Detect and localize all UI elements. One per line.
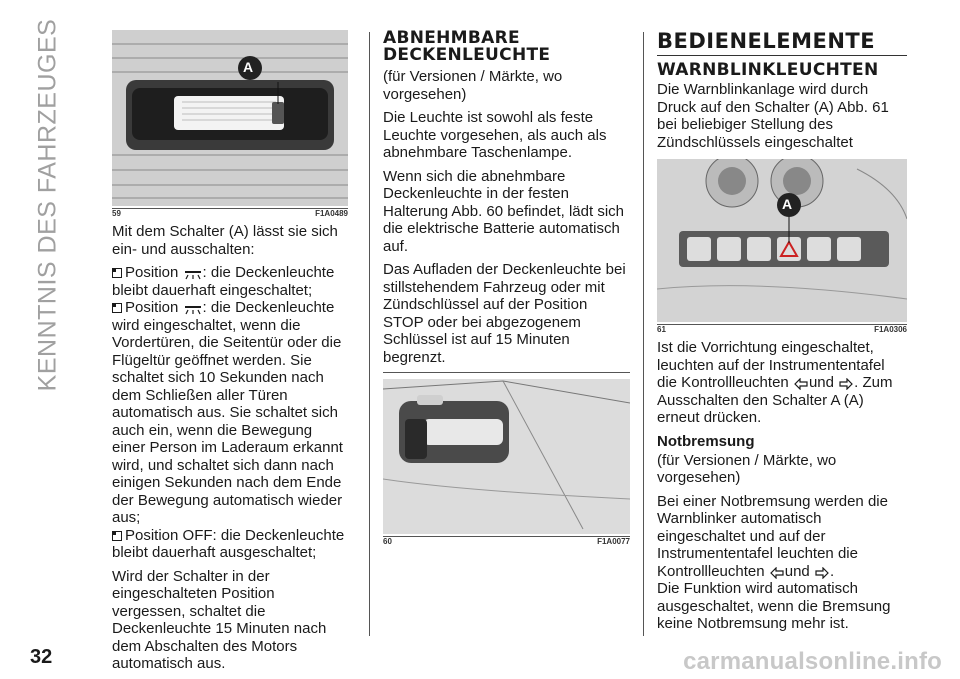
section-title-text: KENNTNIS DES FAHRZEUGES [33, 18, 62, 392]
interior-lamp-icon [184, 306, 201, 315]
body-paragraph: Ist die Vorrichtung eingeschaltet, leuch… [657, 339, 893, 426]
availability-note: (für Versionen / Märkte, wo vorgesehen) [383, 68, 563, 103]
removable-lamp-image [383, 379, 630, 534]
column-divider [369, 32, 370, 636]
figure-rule [383, 536, 630, 537]
figure-rule [112, 208, 348, 209]
sidebar-section-title: KENNTNIS DES FAHRZEUGES [18, 19, 78, 392]
figure-code: F1A0077 [597, 537, 630, 546]
column-divider [643, 32, 644, 636]
body-paragraph: Die Funktion wird automatisch ausgeschal… [657, 580, 891, 632]
figure-number: 61 [657, 325, 666, 334]
body-paragraph: Bei einer Notbremsung werden die Warnbli… [657, 492, 888, 580]
section-heading: WARNBLINKLEUCHTEN [657, 60, 879, 80]
figure-rule [383, 372, 630, 373]
figure-61: A 61 F1A0306 [657, 159, 907, 334]
callout-label-a: A [782, 196, 793, 212]
column-left: A 59 F1A0489 Mit dem Schalter (A) lässt … [112, 30, 348, 679]
bullet-item-1: Position : die Deckenleuchte bleibt daue… [112, 264, 335, 299]
turn-signal-left-icon [794, 378, 808, 390]
interior-lamp-icon [184, 271, 201, 280]
body-paragraph: Die Warnblinkanlage wird durch Druck auf… [657, 81, 889, 151]
checkbox-bullet-icon [112, 530, 122, 541]
turn-signal-left-icon [769, 566, 784, 579]
body-paragraph: Wenn sich die abnehmbare Deckenleuchte i… [383, 167, 624, 255]
subsection-heading: Notbremsung [657, 432, 755, 450]
figure-59: A 59 F1A0489 [112, 30, 348, 218]
hazard-switch-image [657, 159, 907, 322]
body-paragraph: Die Leuchte ist sowohl als feste Leuchte… [383, 109, 607, 161]
heading-rule [657, 55, 907, 56]
figure-number: 60 [383, 537, 392, 546]
callout-label-a: A [243, 59, 254, 75]
figure-number: 59 [112, 209, 121, 218]
figure-60: 60 F1A0077 [383, 379, 630, 546]
chapter-heading: BEDIENELEMENTE [657, 29, 876, 53]
figure-caption: 60 F1A0077 [383, 537, 630, 546]
watermark: carmanualsonline.info [683, 648, 942, 675]
body-paragraph: Das Aufladen der Deckenleuchte bei still… [383, 261, 626, 366]
figure-code: F1A0306 [874, 325, 907, 334]
page-number: 32 [30, 646, 53, 668]
bullet-item-3: Position OFF: die Deckenleuchte bleibt d… [112, 526, 345, 561]
figure-code: F1A0489 [315, 209, 348, 218]
bullet-item-2: Position : die Deckenleuchte wird einges… [112, 299, 343, 526]
availability-note: (für Versionen / Märkte, wo vorgesehen) [657, 451, 837, 487]
body-paragraph: Wird der Schalter in der eingeschalteten… [112, 567, 327, 673]
turn-signal-right-icon [815, 566, 829, 579]
figure-caption: 61 F1A0306 [657, 325, 907, 334]
figure-rule [657, 324, 907, 325]
checkbox-bullet-icon [112, 303, 122, 313]
figure-caption: 59 F1A0489 [112, 209, 348, 218]
checkbox-bullet-icon [112, 268, 122, 278]
turn-signal-right-icon [839, 378, 853, 390]
ceiling-lamp-image [112, 30, 348, 206]
column-middle: ABNEHMBARE DECKENLEUCHTE (für Versionen … [383, 28, 630, 546]
section-heading: ABNEHMBARE DECKENLEUCHTE [383, 28, 551, 65]
column-right: BEDIENELEMENTE WARNBLINKLEUCHTEN Die War… [657, 30, 907, 639]
intro-text: Mit dem Schalter (A) lässt sie sich ein-… [112, 223, 338, 258]
